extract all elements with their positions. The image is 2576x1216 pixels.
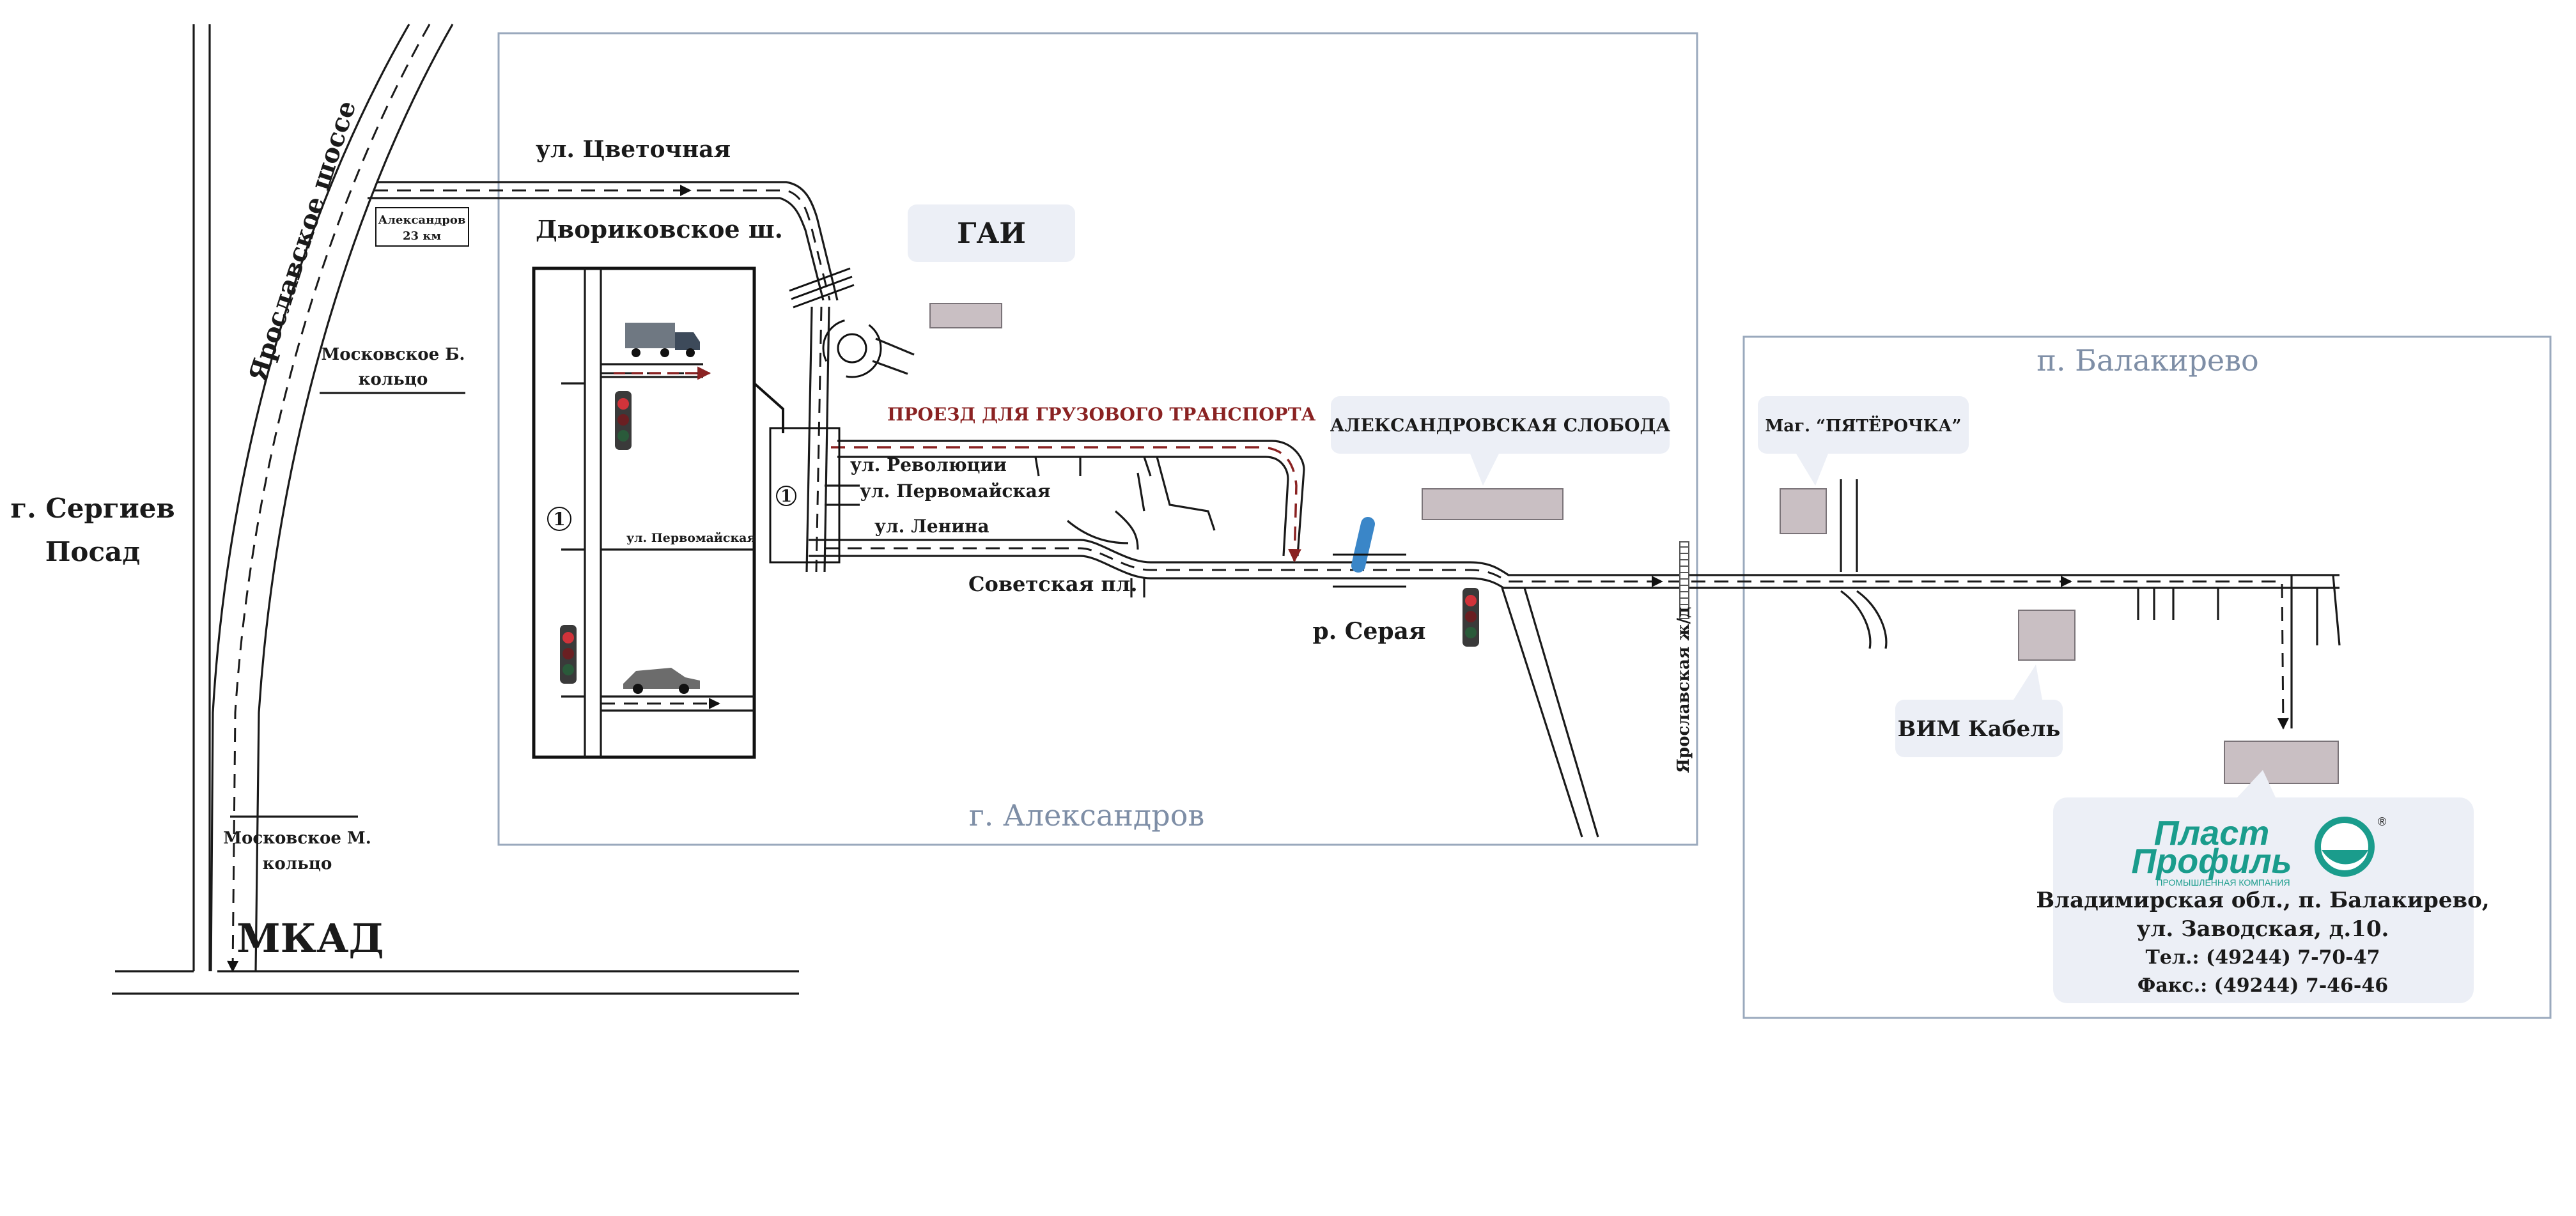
moskovskoe-m-label-2: кольцо bbox=[263, 854, 332, 874]
dvorikovskoe-road bbox=[805, 306, 830, 573]
lenina-label: ул. Ленина bbox=[874, 516, 989, 537]
balakirevo-zone-frame bbox=[1742, 335, 2552, 1019]
sloboda-building bbox=[1422, 488, 1563, 520]
traffic-light-icon bbox=[1463, 588, 1479, 647]
gai-label: ГАИ bbox=[957, 217, 1026, 250]
logo-circle bbox=[2315, 817, 2375, 877]
inset-traffic-light-2-icon bbox=[560, 625, 577, 684]
truck-route-label: ПРОЕЗД ДЛЯ ГРУЗОВОГО ТРАНСПОРТА bbox=[887, 404, 1316, 425]
roundabout bbox=[822, 318, 915, 378]
aleksandrov-sign-box bbox=[375, 207, 469, 247]
logo-line2: Профиль bbox=[2131, 842, 2292, 881]
moskovskoe-b-label-2: кольцо bbox=[359, 370, 428, 389]
pyaterochka-building bbox=[1780, 488, 1827, 534]
gai-building bbox=[929, 303, 1002, 328]
mkad-label: МКАД bbox=[237, 915, 384, 962]
inset-map: 1 1 ул. Первомайская bbox=[532, 266, 841, 759]
company-fax: Факс.: (49244) 7-46-46 bbox=[2138, 974, 2388, 997]
vim-kabel-bubble bbox=[1895, 700, 2063, 757]
pyaterochka-label: Маг. “ПЯТЁРОЧКА” bbox=[1765, 415, 1962, 436]
tsvetochnaya-label: ул. Цветочная bbox=[536, 136, 731, 163]
truck-icon bbox=[625, 323, 700, 357]
logo-line1: Пласт bbox=[2154, 814, 2270, 852]
pyaterochka-bubble bbox=[1758, 396, 1969, 454]
inset-marker-1: 1 bbox=[553, 509, 565, 530]
railway-line bbox=[1679, 541, 1689, 619]
inset-circle-marker-label: 1 bbox=[780, 487, 792, 506]
inset-traffic-light-icon bbox=[615, 391, 632, 450]
company-building bbox=[2224, 741, 2339, 784]
sloboda-bubble bbox=[1331, 396, 1670, 454]
sergiev-posad-label-2: Посад bbox=[45, 536, 140, 567]
lenina-road bbox=[809, 539, 2341, 730]
railway-label: Ярославская ж/д bbox=[1674, 607, 1693, 773]
town-side-streets bbox=[825, 440, 1599, 838]
inset-pervomayskaya-label: ул. Первомайская bbox=[626, 531, 756, 545]
mkad-road bbox=[112, 970, 799, 995]
vim-kabel-label: ВИМ Кабель bbox=[1898, 716, 2061, 742]
company-logo: Пласт Профиль ПРОМЫШЛЕННАЯ КОМПАНИЯ ® bbox=[2131, 814, 2386, 888]
aleksandrov-sign-line1: Александров bbox=[378, 213, 466, 227]
yaroslavskoe-shosse-road bbox=[210, 24, 454, 973]
vim-kabel-building bbox=[2018, 610, 2076, 661]
revolyutsii-label: ул. Революции bbox=[850, 454, 1007, 475]
logo-registered: ® bbox=[2378, 815, 2386, 828]
moskovskoe-m-label-1: Московское М. bbox=[223, 829, 371, 848]
rail-crossing-north bbox=[789, 267, 855, 309]
river-line bbox=[1351, 517, 1375, 573]
bridge bbox=[1333, 553, 1406, 588]
aleksandrov-town-label: г. Александров bbox=[969, 798, 1205, 833]
balakirevo-streets bbox=[1840, 479, 2318, 649]
yaroslavskoe-shosse-label: Ярославское шоссе bbox=[243, 97, 362, 385]
car-icon bbox=[623, 668, 700, 694]
dvorikovskoe-label: Двориковское ш. bbox=[536, 215, 783, 243]
moskovskoe-b-label-1: Московское Б. bbox=[322, 345, 465, 364]
pervomayskaya-label: ул. Первомайская bbox=[860, 481, 1050, 502]
logo-tagline: ПРОМЫШЛЕННАЯ КОМПАНИЯ bbox=[2156, 877, 2290, 888]
company-phone: Тел.: (49244) 7-70-47 bbox=[2145, 946, 2380, 969]
balakirevo-label: п. Балакирево bbox=[2037, 343, 2258, 378]
tsvetochnaya-road bbox=[368, 181, 839, 301]
company-address-1: Владимирская обл., п. Балакирево, bbox=[2036, 888, 2489, 913]
sergiev-posad-label-1: г. Сергиев bbox=[10, 493, 175, 524]
gai-bubble bbox=[908, 204, 1075, 262]
left-highway bbox=[192, 24, 211, 971]
river-label: р. Серая bbox=[1313, 618, 1426, 645]
aleksandrov-sign-line2: 23 км bbox=[403, 229, 441, 243]
aleksandrov-zone-frame bbox=[497, 32, 1698, 846]
sloboda-label: АЛЕКСАНДРОВСКАЯ СЛОБОДА bbox=[1330, 415, 1671, 436]
company-address-2: ул. Заводская, д.10. bbox=[2137, 916, 2389, 942]
truck-route-line bbox=[831, 446, 1301, 563]
sovetskaya-label: Советская пл. bbox=[968, 572, 1137, 596]
